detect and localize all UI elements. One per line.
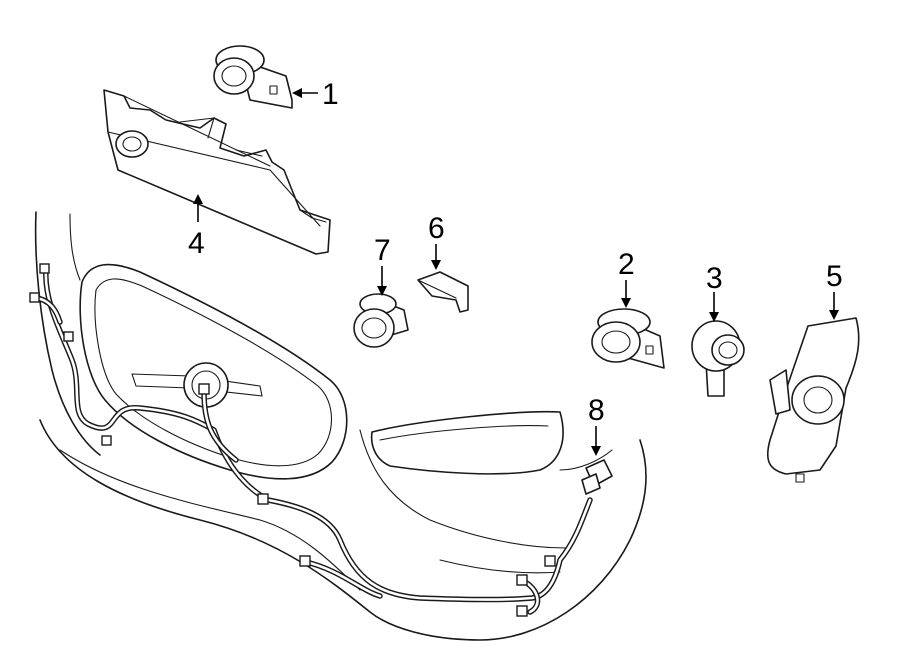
part-4-bracket [103, 89, 331, 255]
part-2-sensor [591, 308, 665, 369]
callout-6: 6 [428, 212, 445, 245]
part-6-clip [417, 271, 469, 313]
callout-1: 1 [322, 78, 339, 111]
callout-8: 8 [588, 394, 605, 427]
callout-2: 2 [618, 248, 635, 281]
wiring-harness [29, 263, 613, 617]
callout-3: 3 [706, 262, 723, 295]
callout-7: 7 [374, 234, 391, 267]
callout-5: 5 [826, 260, 843, 293]
part-7-sensor [353, 293, 409, 348]
part-1-sensor [213, 45, 293, 109]
part-3-sensor [691, 320, 745, 397]
callout-arrows [193, 88, 839, 456]
part-5-mount [766, 317, 860, 483]
callout-4: 4 [188, 227, 205, 260]
vehicle-front-outline [34, 211, 647, 641]
